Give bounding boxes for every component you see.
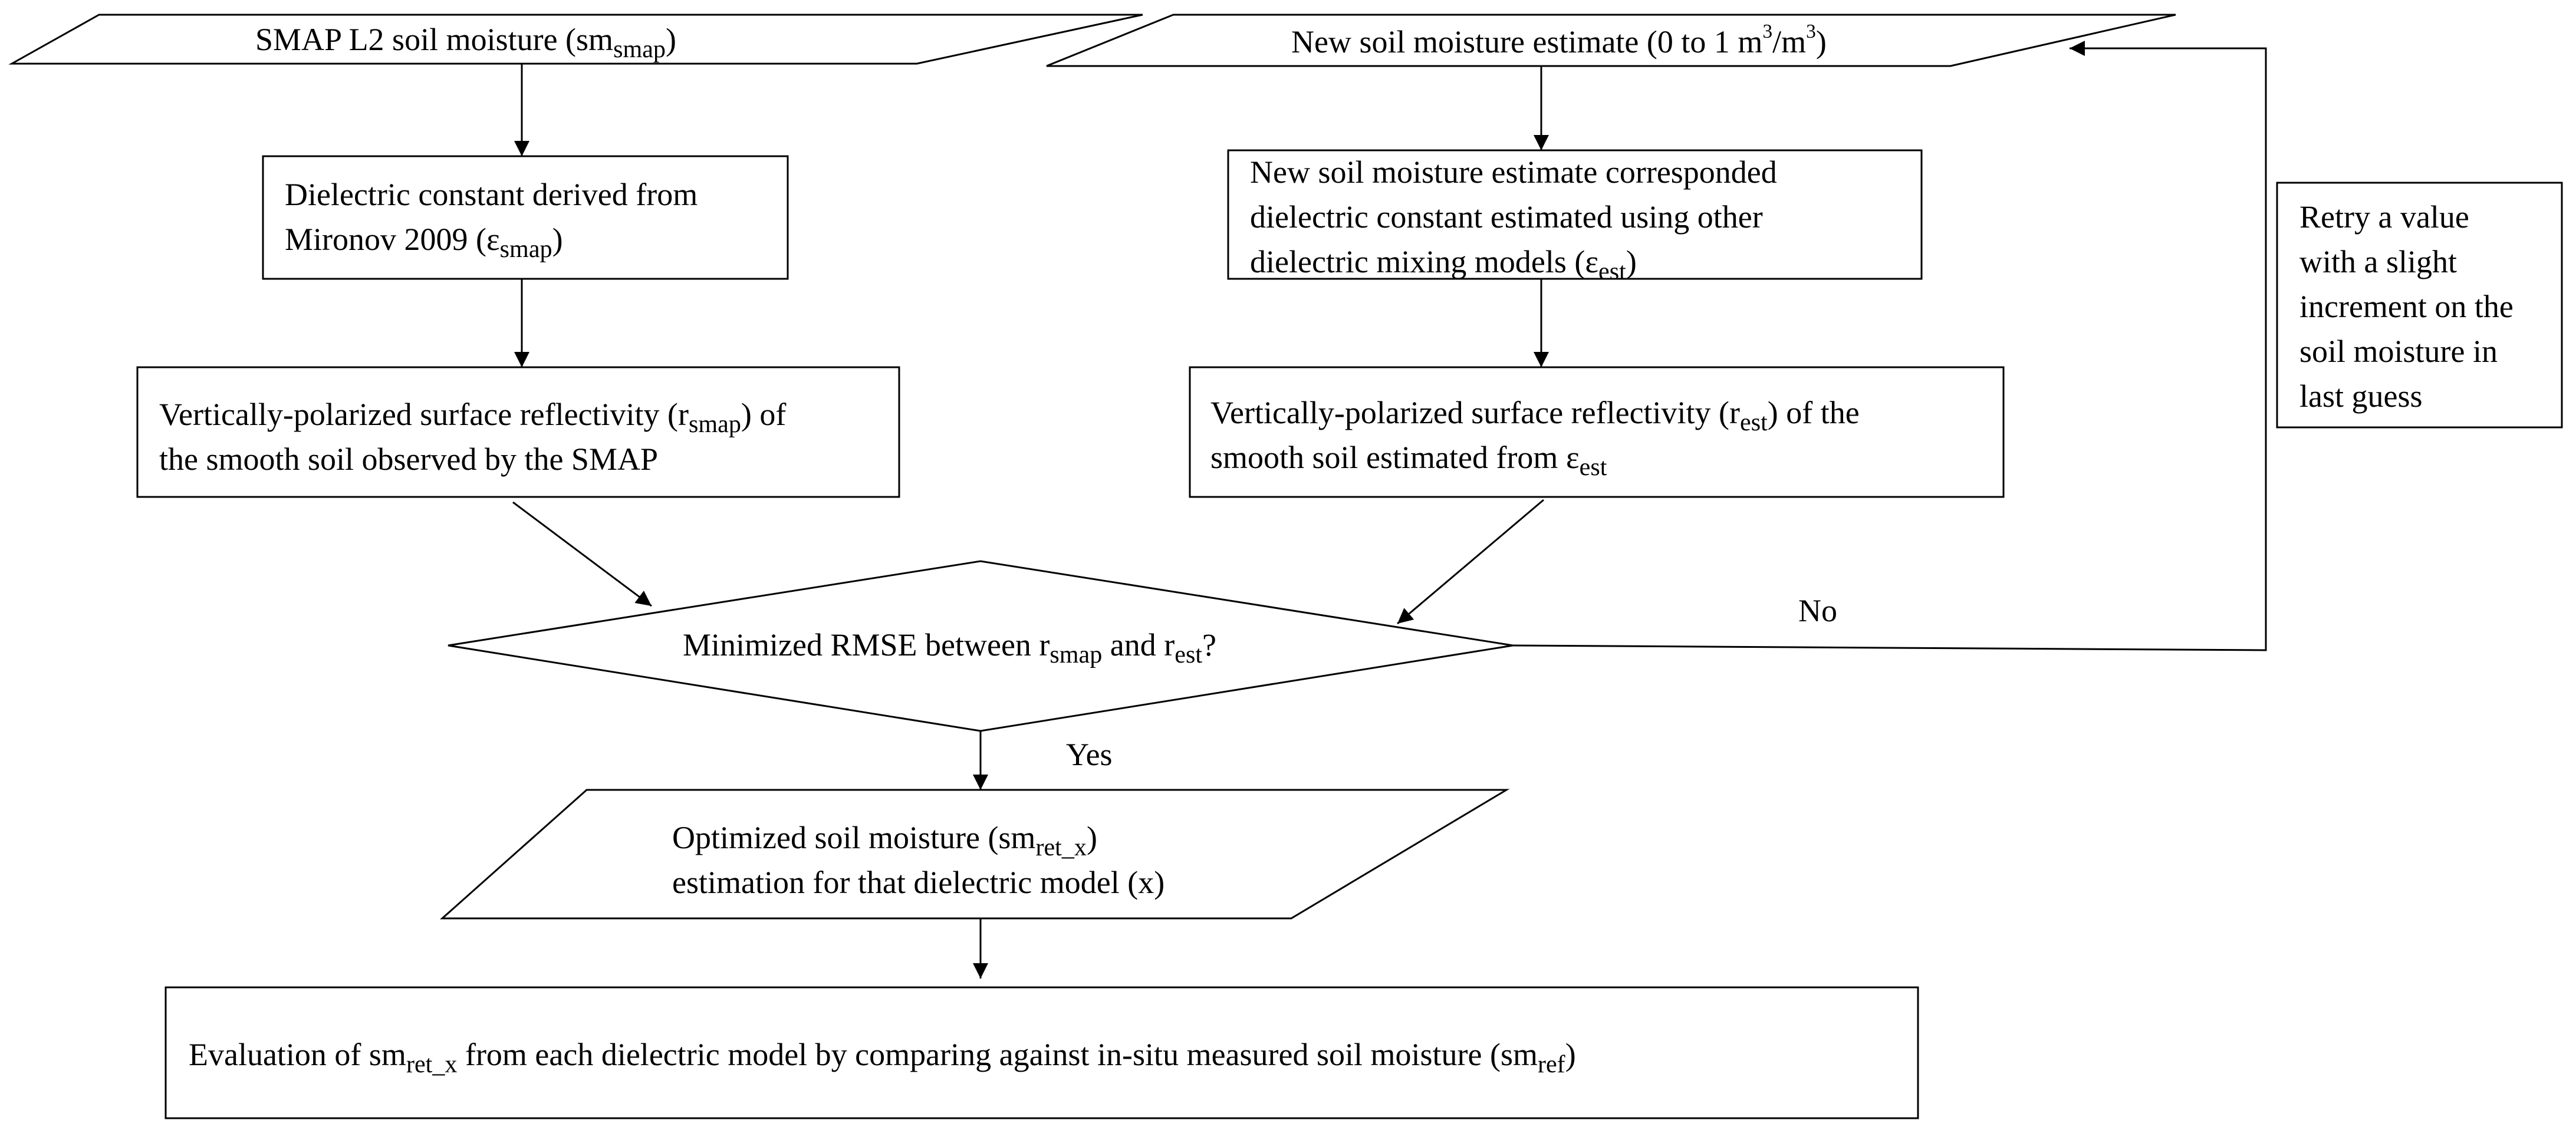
dielectric-mironov-node	[262, 155, 789, 280]
evaluation-label: Evaluation of smret_x from each dielectr…	[189, 1032, 1576, 1077]
text-segment: Vertically-polarized surface reflectivit…	[159, 397, 689, 432]
text-line: New soil moisture estimate (0 to 1 m3/m3…	[1291, 19, 1827, 64]
dielectric-est-label: New soil moisture estimate corresponded d…	[1250, 150, 1777, 284]
text-line: Mironov 2009 (εsmap)	[285, 217, 698, 262]
arrow-reflectivity-est-to-decision	[1397, 499, 1544, 625]
subscript: ret_x	[406, 1050, 458, 1078]
subscript: ret_x	[1035, 833, 1087, 861]
arrow-reflectivity-smap-to-decision	[512, 501, 652, 607]
text-segment: with a slight	[2299, 244, 2457, 279]
optimized-soil-moisture-label: Optimized soil moisture (smret_x)estimat…	[672, 815, 1164, 905]
text-line: dielectric constant estimated using othe…	[1250, 195, 1777, 239]
text-segment: ) of	[741, 397, 787, 432]
text-line: Evaluation of smret_x from each dielectr…	[189, 1032, 1576, 1077]
text-segment: ?	[1202, 627, 1216, 663]
text-segment: dielectric constant estimated using othe…	[1250, 199, 1763, 235]
text-segment: )	[1815, 24, 1827, 60]
text-segment: estimation for that dielectric model (x)	[672, 865, 1165, 900]
subscript: smap	[1050, 640, 1103, 668]
reflectivity-est-label: Vertically-polarized surface reflectivit…	[1210, 390, 1860, 480]
text-segment: smooth soil estimated from ε	[1210, 440, 1580, 475]
text-line: smooth soil estimated from εest	[1210, 435, 1860, 480]
dielectric-est-node	[1227, 149, 1923, 280]
evaluation-node	[165, 986, 1919, 1119]
subscript: est	[1579, 453, 1607, 481]
superscript: 3	[1762, 20, 1773, 42]
reflectivity-est-node	[1189, 366, 2005, 498]
text-line: SMAP L2 soil moisture (smsmap)	[255, 17, 676, 62]
text-line: Minimized RMSE between rsmap and rest?	[683, 622, 1216, 667]
superscript: 3	[1806, 20, 1816, 42]
reflectivity-smap-node	[136, 366, 900, 498]
new-soil-moisture-estimate-label: New soil moisture estimate (0 to 1 m3/m3…	[1291, 19, 1827, 64]
text-segment: Minimized RMSE between r	[683, 627, 1050, 663]
text-line: the smooth soil observed by the SMAP	[159, 437, 786, 482]
subscript: smap	[689, 410, 741, 438]
text-segment: Retry a value	[2299, 199, 2469, 235]
text-segment: last guess	[2299, 378, 2423, 414]
text-line: Optimized soil moisture (smret_x)	[672, 815, 1164, 860]
text-segment: )	[1565, 1037, 1576, 1072]
subscript: est	[1175, 640, 1203, 668]
smap-l2-soil-moisture-label: SMAP L2 soil moisture (smsmap)	[255, 17, 676, 62]
text-segment: Dielectric constant derived from	[285, 177, 698, 212]
subscript: est	[1598, 257, 1626, 285]
decision-rmse-label: Minimized RMSE between rsmap and rest?	[683, 622, 1216, 667]
text-line: Dielectric constant derived from	[285, 172, 698, 217]
text-line: Vertically-polarized surface reflectivit…	[159, 392, 786, 437]
text-line: Retry a value	[2299, 195, 2514, 239]
subscript: est	[1740, 408, 1768, 436]
text-segment: dielectric mixing models (ε	[1250, 244, 1599, 279]
text-segment: increment on the	[2299, 289, 2514, 324]
text-segment: Mironov 2009 (ε	[285, 222, 500, 257]
text-segment: and r	[1102, 627, 1175, 663]
text-line: soil moisture in	[2299, 329, 2514, 374]
retry-label: Retry a value with a slight increment on t…	[2299, 195, 2514, 419]
text-segment: Vertically-polarized surface reflectivit…	[1210, 395, 1741, 430]
text-segment: Evaluation of sm	[189, 1037, 406, 1072]
smap-l2-soil-moisture-node	[8, 14, 1143, 65]
text-segment: )	[1626, 244, 1637, 279]
text-segment: the smooth soil observed by the SMAP	[159, 442, 658, 477]
text-line: last guess	[2299, 374, 2514, 419]
text-segment: ) of the	[1767, 395, 1860, 430]
text-segment: SMAP L2 soil moisture (sm	[255, 22, 614, 57]
reflectivity-smap-label: Vertically-polarized surface reflectivit…	[159, 392, 786, 482]
text-segment: New soil moisture estimate (0 to 1 m	[1291, 24, 1763, 60]
text-segment: )	[552, 222, 563, 257]
text-line: dielectric mixing models (εest)	[1250, 239, 1777, 284]
text-segment: /m	[1772, 24, 1807, 60]
text-segment: from each dielectric model by comparing …	[457, 1037, 1538, 1072]
text-segment: soil moisture in	[2299, 334, 2498, 369]
arrow-no-loop	[1512, 41, 2267, 651]
retry-node	[2276, 182, 2563, 429]
text-line: increment on the	[2299, 284, 2514, 329]
text-segment: )	[1086, 820, 1097, 855]
text-segment: New soil moisture estimate corresponded	[1250, 154, 1777, 190]
subscript: smap	[613, 35, 666, 63]
new-soil-moisture-estimate-node	[1046, 14, 2176, 67]
text-line: with a slight	[2299, 239, 2514, 284]
text-segment: )	[665, 22, 676, 57]
subscript: ref	[1537, 1050, 1565, 1078]
optimized-soil-moisture-node	[440, 789, 1510, 920]
edge-label-yes: Yes	[1066, 737, 1113, 772]
edge-label-no: No	[1798, 593, 1837, 628]
text-line: New soil moisture estimate corresponded	[1250, 150, 1777, 195]
text-segment: Optimized soil moisture (sm	[672, 820, 1036, 855]
text-line: estimation for that dielectric model (x)	[672, 860, 1164, 905]
text-line: Vertically-polarized surface reflectivit…	[1210, 390, 1860, 435]
subscript: smap	[499, 235, 552, 263]
